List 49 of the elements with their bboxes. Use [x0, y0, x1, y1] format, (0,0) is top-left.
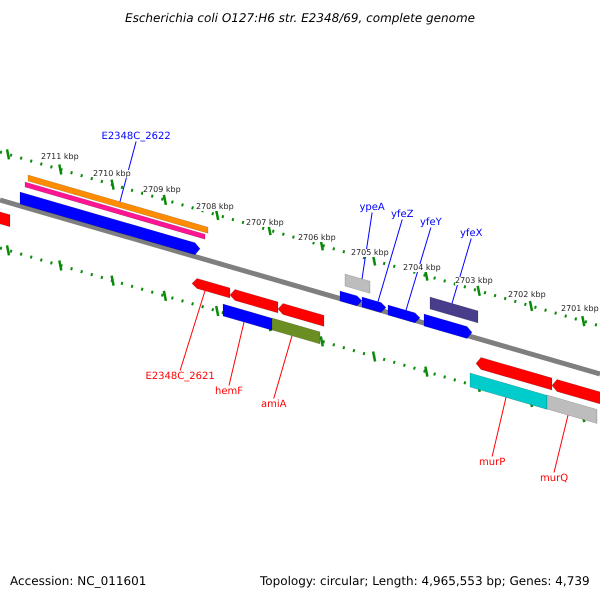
scale-label: 2704 kbp	[403, 264, 441, 272]
gene-bar	[430, 296, 478, 324]
leader-line	[362, 212, 373, 280]
scale-label: 2702 kbp	[508, 290, 546, 300]
gene-label: yfeY	[420, 216, 442, 228]
scale-label: 2707 kbp	[246, 218, 284, 228]
leader-line	[378, 219, 403, 302]
title: Escherichia coli O127:H6 str. E2348/69, complete genome	[125, 12, 476, 25]
gene-bar	[388, 304, 420, 324]
gene-bar	[272, 318, 320, 344]
gene-bar	[278, 303, 324, 327]
gene-bar	[0, 210, 10, 228]
scale-label: 2710 kbp	[93, 170, 131, 178]
leader-line	[180, 290, 206, 371]
leader-line	[406, 227, 432, 311]
scale-label: 2701 kbp	[561, 304, 599, 314]
gene-label: murP	[479, 456, 506, 468]
scale-label: 2706 kbp	[298, 234, 336, 242]
leader-line	[120, 141, 137, 202]
scale-label: 2703 kbp	[455, 276, 493, 286]
leader-line	[273, 335, 292, 399]
leader-line	[554, 414, 568, 473]
gene-bar	[344, 274, 370, 294]
gene-label: hemF	[215, 386, 243, 396]
gene-label: E2348C_2622	[102, 130, 171, 142]
leader-line	[452, 238, 472, 304]
genome-summary: Topology: circular; Length: 4,965,553 bp; Genes: 4,739	[260, 574, 590, 588]
gene-bar	[340, 290, 362, 306]
gene-label: E2348C_2621	[146, 370, 215, 382]
scale-label: 2709 kbp	[143, 186, 181, 194]
gene-bar	[546, 394, 598, 424]
gene-bar	[476, 357, 552, 390]
scale-label: 2708 kbp	[196, 202, 234, 212]
gene-label: amiA	[261, 398, 286, 410]
gene-bar	[222, 304, 272, 331]
leader-line	[492, 396, 506, 457]
gene-label: murQ	[540, 472, 568, 484]
gene-bar	[192, 278, 230, 298]
leader-line	[228, 322, 244, 386]
gene-label: yfeZ	[391, 208, 414, 220]
scale-label: 2711 kbp	[41, 152, 79, 162]
gene-bar	[230, 289, 278, 314]
gene-label: yfeX	[460, 228, 482, 238]
gene-bar	[470, 372, 548, 410]
gene-label: ypeA	[360, 202, 385, 212]
accession-note: Accession: NC_011601	[10, 574, 146, 588]
gene-bar	[424, 314, 472, 339]
gene-bar	[362, 296, 386, 313]
scale-label: 2705 kbp	[351, 248, 389, 258]
